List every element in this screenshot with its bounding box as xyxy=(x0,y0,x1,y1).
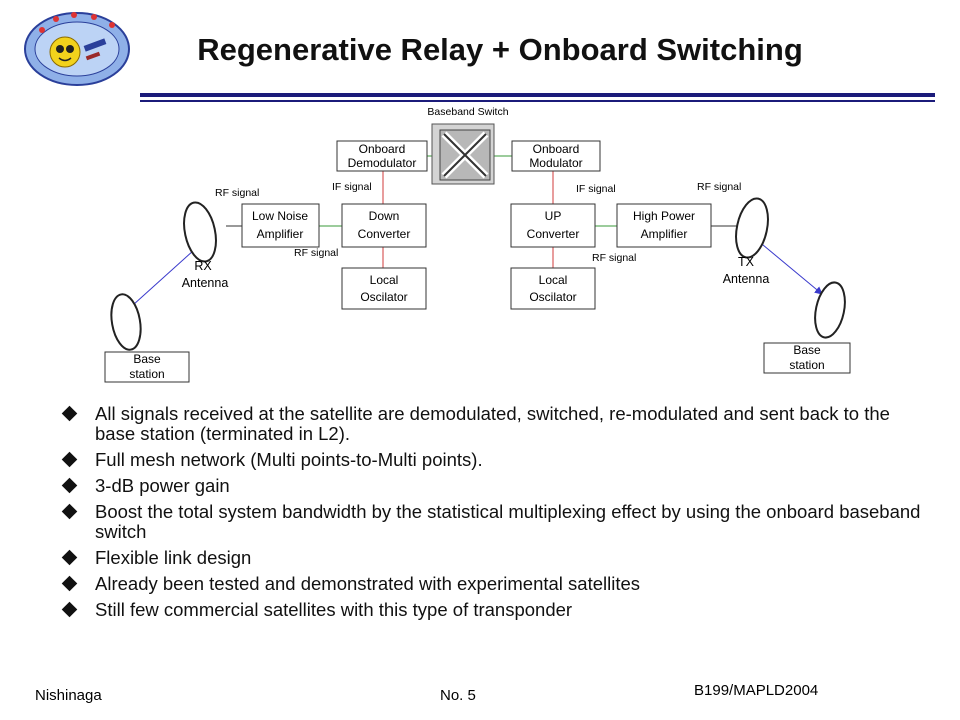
base-station-left-label-2: station xyxy=(129,367,164,381)
bullet-item: Still few commercial satellites with thi… xyxy=(61,599,922,620)
bullet-item: Boost the total system bandwidth by the … xyxy=(61,501,922,542)
high-power-amplifier-label-1: High Power xyxy=(633,209,695,223)
down-converter-label-1: Down xyxy=(369,209,400,223)
rf-signal-label-left-lower: RF signal xyxy=(294,247,338,259)
if-signal-label-right: IF signal xyxy=(576,183,616,195)
rx-antenna-label-2: Antenna xyxy=(182,276,229,290)
rf-signal-label-tx: RF signal xyxy=(697,181,741,193)
onboard-demodulator-label-1: Onboard xyxy=(359,142,406,156)
rf-signal-label-right-lower: RF signal xyxy=(592,252,636,264)
bullet-list: All signals received at the satellite ar… xyxy=(61,403,922,626)
baseband-switch-icon xyxy=(431,123,495,185)
high-power-amplifier-label-2: Amplifier xyxy=(641,227,688,241)
base-station-right-label-2: station xyxy=(789,358,824,372)
bullet-diamond-icon xyxy=(61,503,78,520)
rx-antenna-dish xyxy=(183,201,217,263)
bullet-item: 3-dB power gain xyxy=(61,475,922,496)
transponder-diagram: Onboard Demodulator Onboard Modulator Lo… xyxy=(104,106,851,383)
bullet-text: Boost the total system bandwidth by the … xyxy=(95,501,921,542)
base-station-left-label-1: Base xyxy=(133,352,161,366)
title-rule-thin xyxy=(140,100,935,102)
bullet-diamond-icon xyxy=(61,549,78,566)
rf-signal-label-rx: RF signal xyxy=(215,187,259,199)
onboard-demodulator-box xyxy=(336,140,428,172)
bullet-text: Full mesh network (Multi points-to-Multi… xyxy=(95,449,483,470)
low-noise-amplifier-box xyxy=(241,203,320,248)
baseband-switch-label: Baseband Switch xyxy=(427,106,508,118)
bullet-diamond-icon xyxy=(61,601,78,618)
bullet-diamond-icon xyxy=(61,405,78,422)
bullet-diamond-icon xyxy=(61,575,78,592)
bullet-diamond-icon xyxy=(61,451,78,468)
onboard-demodulator-label-2: Demodulator xyxy=(348,156,417,170)
base-station-right-box xyxy=(763,342,851,374)
conference-logo xyxy=(24,12,130,86)
local-oscillator-right-label-2: Oscilator xyxy=(529,290,576,304)
base-station-left-box xyxy=(104,351,190,383)
base-station-dish-left xyxy=(110,293,142,351)
local-oscillator-left-box xyxy=(341,267,427,310)
downlink-arrow xyxy=(756,239,823,295)
high-power-amplifier-box xyxy=(616,203,712,248)
bullet-text: 3-dB power gain xyxy=(95,475,230,496)
down-converter-box xyxy=(341,203,427,248)
bullet-item: All signals received at the satellite ar… xyxy=(61,403,922,444)
tx-antenna-label-2: Antenna xyxy=(723,272,770,286)
tx-antenna-label-1: TX xyxy=(738,255,755,269)
up-converter-label-1: UP xyxy=(545,209,562,223)
bullet-item: Already been tested and demonstrated wit… xyxy=(61,573,922,594)
if-signal-label-left: IF signal xyxy=(332,181,372,193)
bullet-text: Still few commercial satellites with thi… xyxy=(95,599,573,620)
footer-reference: B199/MAPLD2004 xyxy=(694,682,819,699)
rx-antenna-label-1: RX xyxy=(194,259,212,273)
bullet-text: All signals received at the satellite ar… xyxy=(95,403,890,444)
bullet-diamond-icon xyxy=(61,477,78,494)
onboard-modulator-label-1: Onboard xyxy=(533,142,580,156)
onboard-modulator-label-2: Modulator xyxy=(529,156,582,170)
tx-antenna-dish xyxy=(735,197,769,259)
local-oscillator-left-label-1: Local xyxy=(370,273,399,287)
down-converter-label-2: Converter xyxy=(358,227,411,241)
up-converter-label-2: Converter xyxy=(527,227,580,241)
low-noise-amplifier-label-2: Amplifier xyxy=(257,227,304,241)
bullet-item: Full mesh network (Multi points-to-Multi… xyxy=(61,449,922,470)
up-converter-box xyxy=(510,203,596,248)
bullet-item: Flexible link design xyxy=(61,547,922,568)
base-station-right-label-1: Base xyxy=(793,343,821,357)
bullet-text: Already been tested and demonstrated wit… xyxy=(95,573,641,594)
local-oscillator-right-label-1: Local xyxy=(539,273,568,287)
base-station-dish-right xyxy=(814,281,846,339)
title-rule-thick xyxy=(140,93,935,97)
bullet-text: Flexible link design xyxy=(95,547,252,568)
local-oscillator-right-box xyxy=(510,267,596,310)
local-oscillator-left-label-2: Oscilator xyxy=(360,290,407,304)
slide-title: Regenerative Relay + Onboard Switching xyxy=(197,32,803,67)
onboard-modulator-box xyxy=(511,140,601,172)
low-noise-amplifier-label-1: Low Noise xyxy=(252,209,308,223)
footer-slide-number: No. 5 xyxy=(440,687,476,704)
footer-author: Nishinaga xyxy=(35,687,102,704)
